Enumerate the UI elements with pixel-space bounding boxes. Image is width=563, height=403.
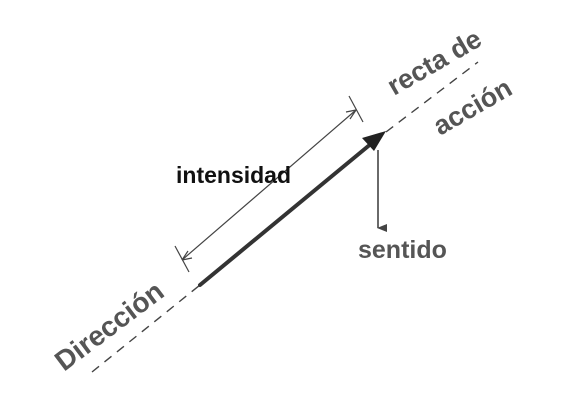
intensity-dimension-line (181, 109, 357, 261)
dimension-arrow-upper (345, 109, 357, 120)
sense-label: sentido (358, 236, 447, 264)
intensity-label: intensidad (176, 162, 291, 188)
dimension-tick-upper (348, 95, 364, 123)
action-line-lower (91, 284, 201, 373)
dimension-arrow-lower (181, 250, 193, 261)
vector-shaft (198, 141, 374, 287)
direction-label: Dirección (49, 275, 170, 377)
action-line-upper (385, 61, 479, 133)
vector-arrowhead (362, 131, 386, 151)
action-line-label-bottom: acción (428, 72, 517, 141)
